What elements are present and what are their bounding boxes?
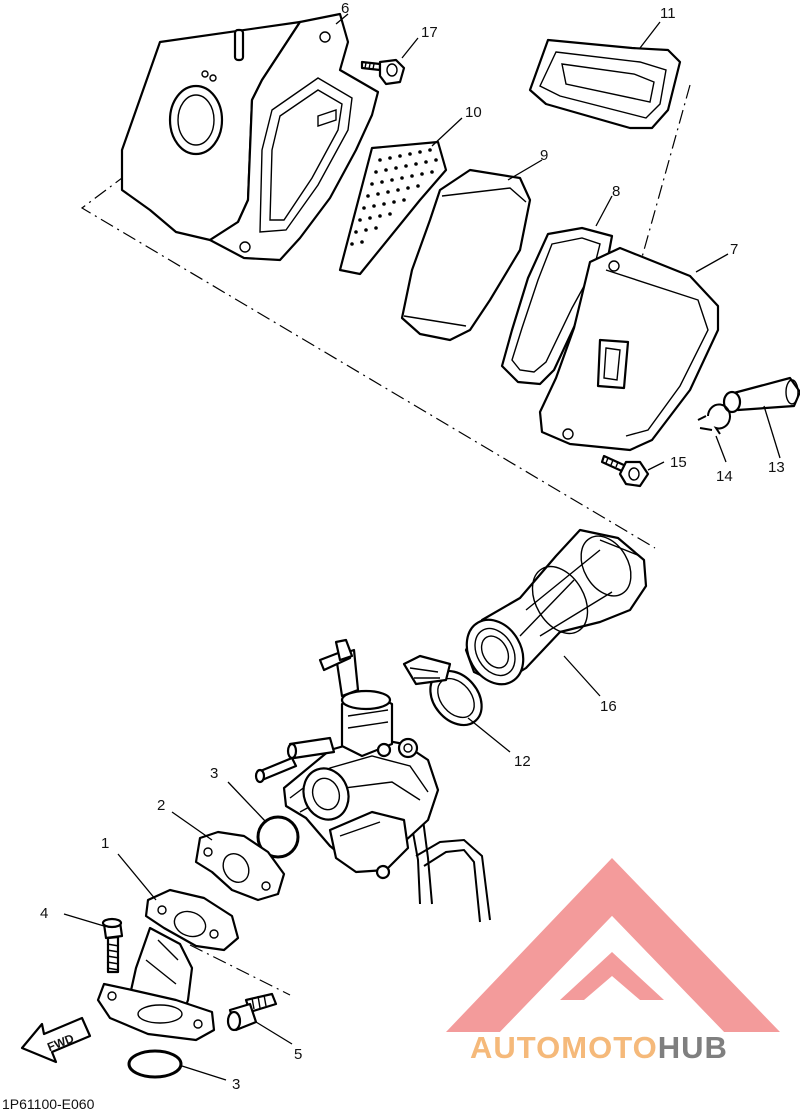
part-10-filter-element xyxy=(400,168,532,342)
part-6-clamp xyxy=(402,654,483,727)
callout-9: 8 xyxy=(612,183,620,200)
part-1-manifold xyxy=(96,888,240,1042)
watermark-text-part2: HUB xyxy=(658,1030,728,1065)
callout-6: 12 xyxy=(514,753,531,770)
callout-11: 10 xyxy=(465,104,482,121)
part-3-oring-lower xyxy=(127,1049,183,1079)
callout-7: 6 xyxy=(341,0,349,17)
part-8-cover xyxy=(538,246,720,452)
callout-8: 7 xyxy=(730,241,738,258)
part-11-mesh xyxy=(338,140,448,276)
part-15-screw xyxy=(600,454,650,488)
callout-5: 5 xyxy=(294,1046,302,1063)
part-12-duct xyxy=(528,38,682,130)
callout-16: 16 xyxy=(600,698,617,715)
part-4-bolt xyxy=(101,917,124,974)
callout-4: 4 xyxy=(40,905,48,922)
callout-10: 9 xyxy=(540,147,548,164)
part-17-screw xyxy=(360,58,406,86)
callout-3-lower: 3 xyxy=(232,1076,240,1093)
callout-17: 17 xyxy=(421,24,438,41)
watermark-text: AUTOMOTOHUB xyxy=(470,1030,728,1065)
callout-2: 2 xyxy=(157,797,165,814)
part-16-intake-tube xyxy=(464,528,648,686)
part-13-hose xyxy=(722,376,800,414)
callout-14: 14 xyxy=(716,468,733,485)
svg-text:AUTOMOTOHUB: AUTOMOTOHUB xyxy=(470,1030,728,1065)
part-9-seal xyxy=(500,226,614,386)
callout-3-upper: 3 xyxy=(210,765,218,782)
part-5-bolt xyxy=(226,992,278,1032)
callout-12: 11 xyxy=(660,5,676,22)
part-3-oring-upper xyxy=(256,815,300,859)
callout-numbers: 6 17 11 10 9 8 7 15 14 13 16 12 3 2 1 4 … xyxy=(40,0,785,1093)
diagram-code: 1P61100-E060 xyxy=(2,1096,95,1111)
carburetor xyxy=(254,638,491,923)
part-14-clip xyxy=(697,403,731,435)
part-7-gasket-frame xyxy=(208,12,380,262)
callout-13: 13 xyxy=(768,459,785,476)
watermark-text-part1: AUTOMOTO xyxy=(470,1030,658,1065)
callout-15: 15 xyxy=(670,454,687,471)
part-2-insulator xyxy=(194,830,286,902)
leader-lines xyxy=(63,13,781,1081)
fwd-arrow-icon: FWD xyxy=(20,1016,92,1064)
watermark-logo-icon xyxy=(446,858,780,1032)
callout-1: 1 xyxy=(101,835,109,852)
